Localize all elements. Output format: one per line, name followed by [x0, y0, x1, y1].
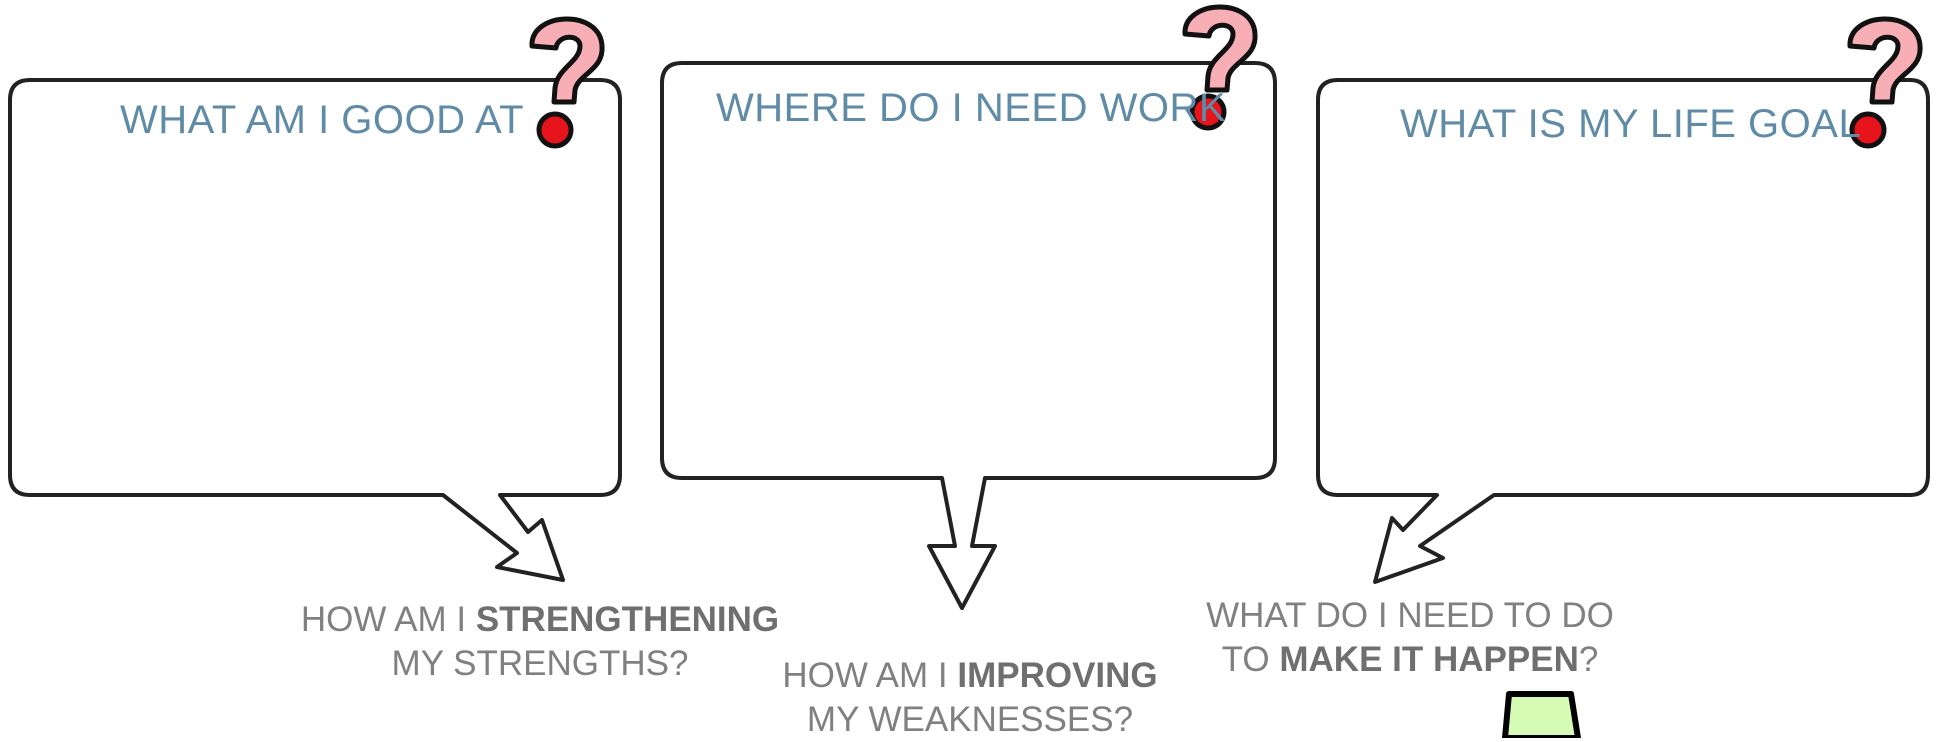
- speech-bubble-life-goal: [1316, 78, 1930, 584]
- question-mark-icon: [1847, 16, 1923, 149]
- prompt-text: HOW AM I: [782, 656, 958, 695]
- speech-bubble-weaknesses: [660, 61, 1277, 610]
- prompt-emphasis: MAKE IT HAPPEN: [1279, 640, 1579, 679]
- box-title-weaknesses: WHERE DO I NEED WORK: [716, 86, 1227, 130]
- speech-bubble-strengths: [8, 78, 622, 582]
- prompt-text: TO: [1221, 640, 1280, 679]
- question-mark-icon: [1182, 4, 1258, 131]
- prompt-strengths: HOW AM I STRENGTHENING MY STRENGTHS?: [300, 598, 780, 686]
- prompt-emphasis: STRENGTHENING: [475, 600, 780, 639]
- prompt-text: HOW AM I: [300, 600, 476, 639]
- pencil-icon: [1502, 691, 1581, 738]
- prompt-weaknesses: HOW AM I IMPROVING MY WEAKNESSES?: [770, 654, 1170, 742]
- prompt-text: ?: [1578, 640, 1599, 679]
- prompt-text: MY WEAKNESSES?: [806, 700, 1134, 739]
- box-title-life-goal: WHAT IS MY LIFE GOAL: [1400, 102, 1862, 146]
- prompt-emphasis: IMPROVING: [957, 656, 1158, 695]
- prompt-text: MY STRENGTHS?: [391, 644, 689, 683]
- prompt-life-goal: WHAT DO I NEED TO DO TO MAKE IT HAPPEN?: [1200, 594, 1620, 682]
- prompt-text: WHAT DO I NEED TO DO: [1206, 596, 1614, 635]
- box-title-strengths: WHAT AM I GOOD AT: [120, 98, 525, 142]
- question-mark-icon: [529, 16, 605, 149]
